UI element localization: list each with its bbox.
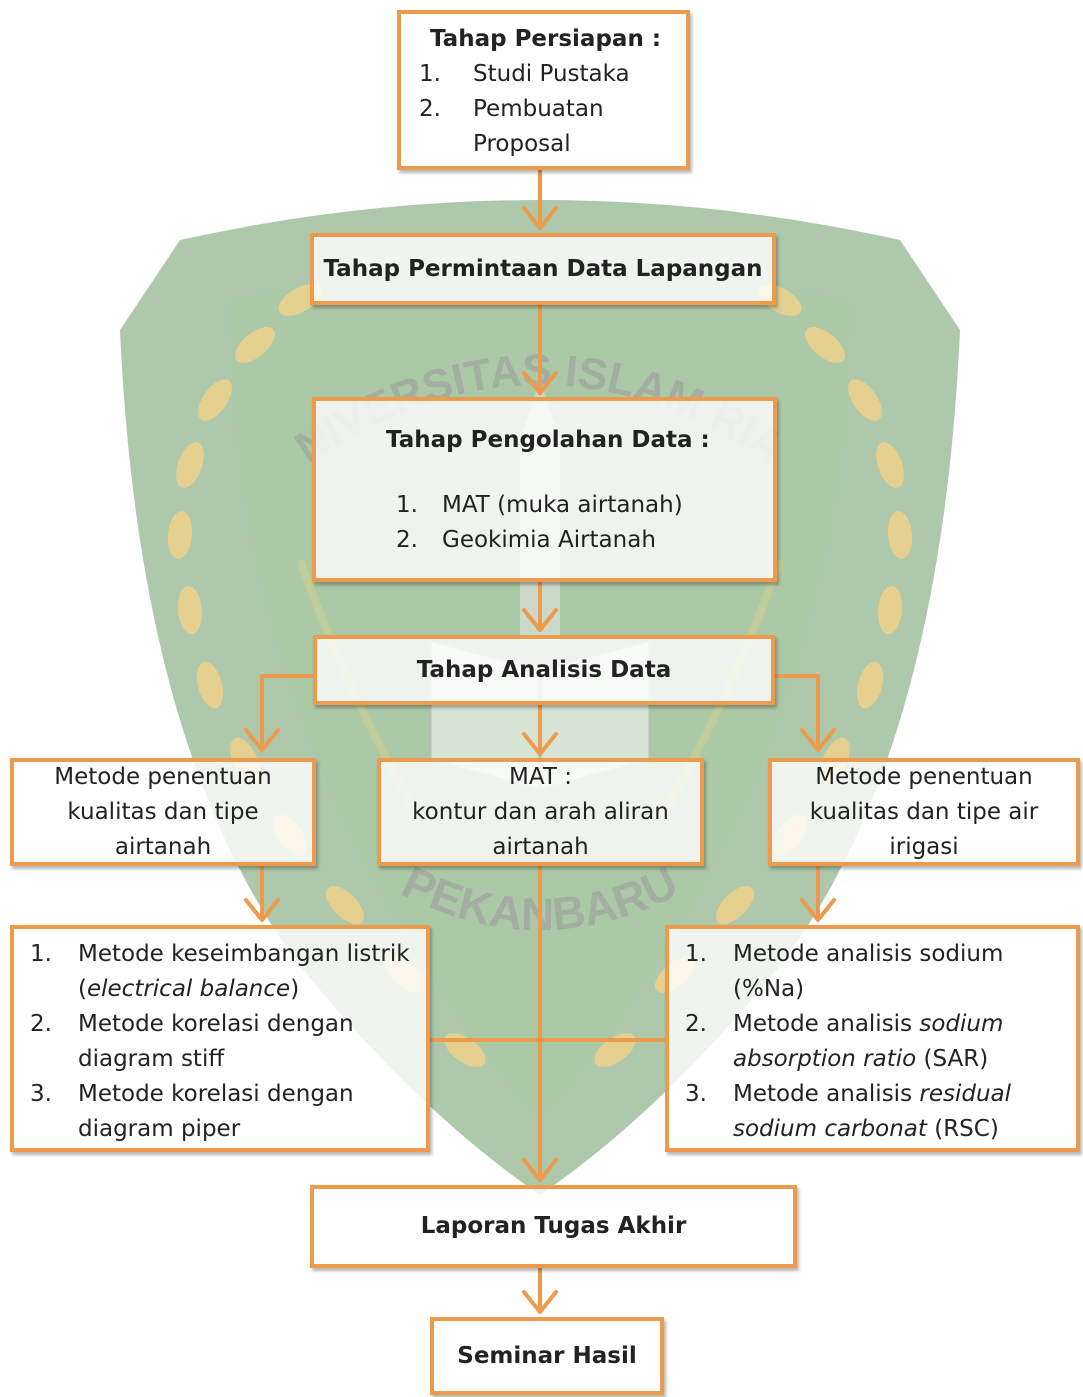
list-number: 2. <box>685 1011 707 1037</box>
arrowhead <box>244 728 280 752</box>
metode-left-text: Metode penentuan kualitas dan tipe airta… <box>54 763 272 860</box>
arrowhead <box>522 1158 558 1182</box>
pengolahan-list: 1. MAT (muka airtanah) 2. Geokimia Airta… <box>396 488 763 558</box>
arrowhead <box>522 371 558 395</box>
list-text: Metode analisis sodium absorption ratio … <box>733 1011 1004 1072</box>
box-mat-kontur: MAT : kontur dan arah aliran airtanah <box>377 758 704 866</box>
list-item: 2. Geokimia Airtanah <box>396 523 763 558</box>
box-tahap-pengolahan: Tahap Pengolahan Data : 1. MAT (muka air… <box>312 397 777 582</box>
list-text: Geokimia Airtanah <box>442 527 656 553</box>
detail-left-list: 1. Metode keseimbangan listrik (electric… <box>30 937 416 1147</box>
arrowhead <box>800 728 836 752</box>
pengolahan-title: Tahap Pengolahan Data : <box>386 427 710 453</box>
list-text: Metode analisis sodium (%Na) <box>733 941 1004 1002</box>
list-text: Metode korelasi dengan diagram stiff <box>78 1011 354 1072</box>
list-item: 1. Metode keseimbangan listrik (electric… <box>30 937 416 1007</box>
list-text: Pembuatan Proposal <box>473 96 604 157</box>
permintaan-title: Tahap Permintaan Data Lapangan <box>323 255 763 282</box>
laporan-title: Laporan Tugas Akhir <box>420 1213 687 1239</box>
arrowhead <box>522 1290 558 1314</box>
list-text: Metode korelasi dengan diagram piper <box>78 1081 354 1142</box>
analisis-title: Tahap Analisis Data <box>416 656 672 683</box>
list-item: 1. Metode analisis sodium (%Na) <box>685 937 1066 1007</box>
box-tahap-persiapan: Tahap Persiapan : 1. Studi Pustaka 2. Pe… <box>397 10 690 170</box>
seminar-title: Seminar Hasil <box>457 1342 637 1369</box>
box-metode-kualitas-airtanah: Metode penentuan kualitas dan tipe airta… <box>10 758 316 866</box>
list-item: 2. Metode korelasi dengan diagram stiff <box>30 1007 416 1077</box>
list-item: 3. Metode korelasi dengan diagram piper <box>30 1077 416 1147</box>
list-number: 1. <box>396 492 418 518</box>
arrowhead <box>244 898 280 922</box>
list-number: 2. <box>396 527 418 553</box>
list-number: 2. <box>419 96 441 122</box>
list-item: 3. Metode analisis residual sodium carbo… <box>685 1077 1066 1147</box>
list-number: 3. <box>30 1081 52 1107</box>
persiapan-title: Tahap Persiapan : <box>429 26 662 52</box>
arrowhead <box>522 732 558 756</box>
connector-analisis-right <box>773 674 820 752</box>
list-number: 2. <box>30 1011 52 1037</box>
metode-mid-line2: kontur dan arah aliran airtanah <box>412 798 669 860</box>
list-number: 1. <box>419 61 441 87</box>
arrowhead <box>522 608 558 632</box>
list-text: Metode analisis residual sodium carbonat… <box>733 1081 1011 1142</box>
box-detail-irigasi: 1. Metode analisis sodium (%Na) 2. Metod… <box>665 925 1080 1152</box>
list-text: MAT (muka airtanah) <box>442 492 683 518</box>
list-item: 1. Studi Pustaka <box>419 57 672 92</box>
list-item: 2. Pembuatan Proposal <box>419 92 672 162</box>
list-text: Metode keseimbangan listrik (electrical … <box>78 941 410 1002</box>
box-metode-kualitas-irigasi: Metode penentuan kualitas dan tipe air i… <box>768 758 1080 866</box>
arrowhead <box>800 898 836 922</box>
metode-mid-line1: MAT : <box>509 763 572 790</box>
arrowhead <box>522 206 558 230</box>
box-tahap-permintaan: Tahap Permintaan Data Lapangan <box>310 233 776 305</box>
list-number: 3. <box>685 1081 707 1107</box>
box-laporan-tugas-akhir: Laporan Tugas Akhir <box>310 1185 797 1268</box>
list-item: 2. Metode analisis sodium absorption rat… <box>685 1007 1066 1077</box>
box-detail-airtanah: 1. Metode keseimbangan listrik (electric… <box>10 925 430 1152</box>
detail-right-list: 1. Metode analisis sodium (%Na) 2. Metod… <box>685 937 1066 1147</box>
metode-right-text: Metode penentuan kualitas dan tipe air i… <box>809 763 1039 860</box>
list-number: 1. <box>30 941 52 967</box>
list-number: 1. <box>685 941 707 967</box>
box-tahap-analisis: Tahap Analisis Data <box>313 635 775 705</box>
list-text: Studi Pustaka <box>473 61 630 87</box>
connector-analisis-left <box>260 674 315 752</box>
box-seminar-hasil: Seminar Hasil <box>430 1317 664 1395</box>
list-item: 1. MAT (muka airtanah) <box>396 488 763 523</box>
persiapan-list: 1. Studi Pustaka 2. Pembuatan Proposal <box>419 57 672 162</box>
